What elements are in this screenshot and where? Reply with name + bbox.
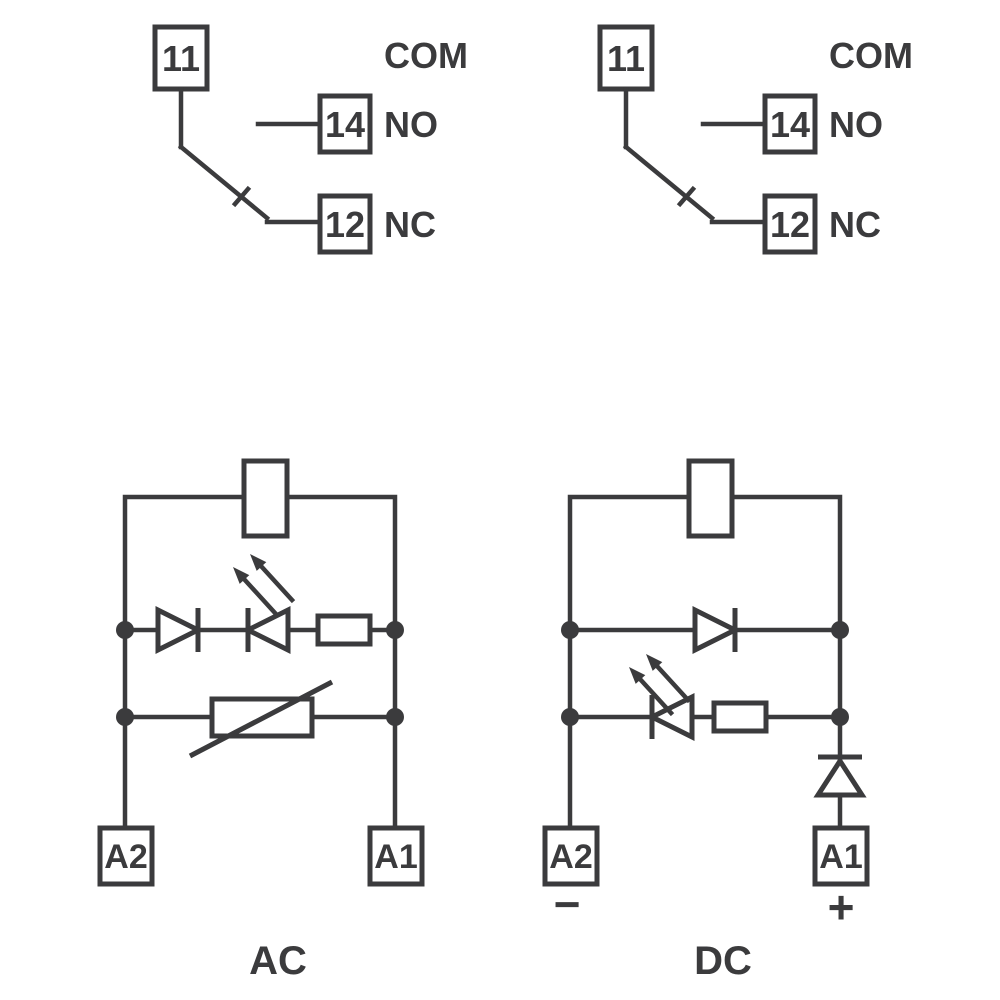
terminal-label-a1: A1 <box>374 838 417 876</box>
terminal-label-11: 11 <box>162 38 200 79</box>
coil-frame-wire <box>122 494 398 831</box>
terminal-label-12: 12 <box>325 204 365 245</box>
terminal-label-a1: A1 <box>819 838 862 876</box>
terminal-box-14 <box>762 93 818 155</box>
blade-tick <box>231 185 252 208</box>
resistor <box>315 613 373 647</box>
nc-label: NC <box>829 204 881 245</box>
polarity-minus-label: − <box>554 878 581 930</box>
coil-frame-wire <box>567 494 843 831</box>
circuit-type-label-ac: AC <box>249 939 307 983</box>
contact-diagram-left: 11 COM 14 NO 12 NC <box>152 24 468 255</box>
com-label: COM <box>384 35 468 76</box>
diode <box>155 605 204 655</box>
junction-node <box>386 621 404 639</box>
terminal-box-a1 <box>812 825 870 887</box>
terminal-label-14: 14 <box>770 104 810 145</box>
terminal-label-a2: A2 <box>104 838 147 876</box>
series-diode <box>813 756 867 798</box>
junction-node <box>386 708 404 726</box>
circuit-type-label-dc: DC <box>694 939 752 983</box>
junction-node <box>561 708 579 726</box>
varistor-stroke <box>188 679 334 759</box>
junction-node <box>831 621 849 639</box>
coil-circuit-dc: A2 A1 − + DC <box>542 458 870 983</box>
junction-node <box>561 621 579 639</box>
switch-blade <box>622 143 716 222</box>
coil-circuit-ac: A2 A1 AC <box>97 458 425 983</box>
junction-node <box>831 708 849 726</box>
terminal-box-a1 <box>367 825 425 887</box>
no-label: NO <box>384 104 438 145</box>
terminal-box-a2 <box>542 825 600 887</box>
coil <box>241 458 290 539</box>
led-diode <box>646 692 695 742</box>
junction-node <box>116 708 134 726</box>
junction-node <box>116 621 134 639</box>
coil <box>686 458 735 539</box>
switch-blade <box>177 143 271 222</box>
diode <box>692 605 741 655</box>
terminal-label-11: 11 <box>607 38 645 79</box>
blade-tick <box>676 185 697 208</box>
terminal-box-a2 <box>97 825 155 887</box>
terminal-box-14 <box>317 93 373 155</box>
contact-diagram-right: 11 COM 14 NO 12 NC <box>597 24 913 255</box>
com-label: COM <box>829 35 913 76</box>
resistor <box>711 700 769 734</box>
terminal-label-12: 12 <box>770 204 810 245</box>
terminal-box-12 <box>762 193 818 255</box>
led-diode <box>242 605 291 655</box>
terminal-box-12 <box>317 193 373 255</box>
no-label: NO <box>829 104 883 145</box>
terminal-label-a2: A2 <box>549 838 592 876</box>
terminal-label-14: 14 <box>325 104 365 145</box>
nc-label: NC <box>384 204 436 245</box>
polarity-plus-label: + <box>828 881 855 933</box>
